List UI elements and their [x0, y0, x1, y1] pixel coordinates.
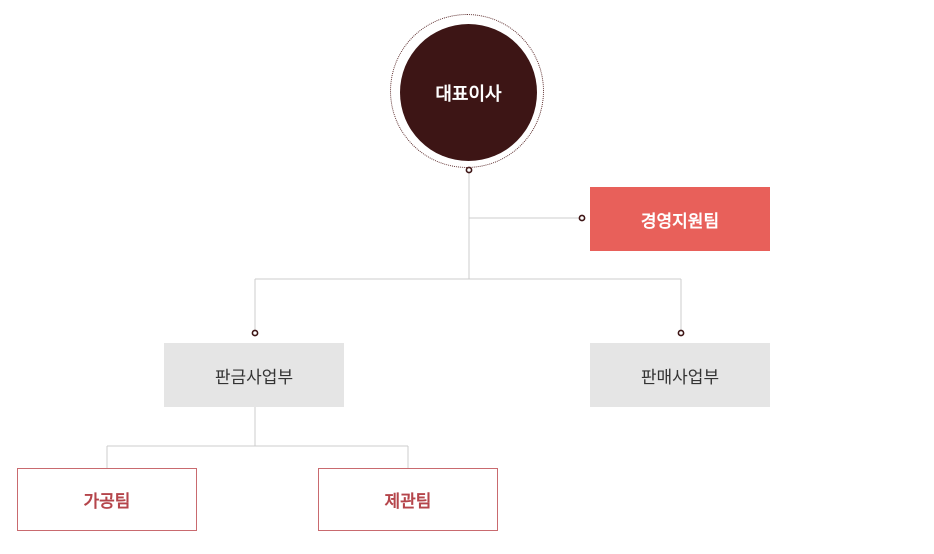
- team-label: 제관팀: [384, 492, 432, 512]
- division-node-sheet-metal: 판금사업부: [164, 343, 344, 407]
- team-label: 가공팀: [83, 492, 131, 512]
- ceo-ring: [390, 14, 544, 168]
- division-node-sales: 판매사업부: [590, 343, 770, 407]
- division-label: 판매사업부: [640, 367, 720, 388]
- support-team-label: 경영지원팀: [640, 211, 720, 232]
- team-node-fabrication: 제관팀: [318, 468, 498, 531]
- division-label: 판금사업부: [214, 367, 294, 388]
- ceo-label: 대표이사: [435, 83, 502, 105]
- connector-dot-division-a: [251, 329, 259, 337]
- ceo-node: 대표이사: [400, 24, 537, 161]
- connector-dot-support: [578, 214, 586, 222]
- connector-dot-division-b: [677, 329, 685, 337]
- support-team-node: 경영지원팀: [590, 187, 770, 251]
- team-node-processing: 가공팀: [17, 468, 197, 531]
- connector-dot-ceo: [465, 166, 473, 174]
